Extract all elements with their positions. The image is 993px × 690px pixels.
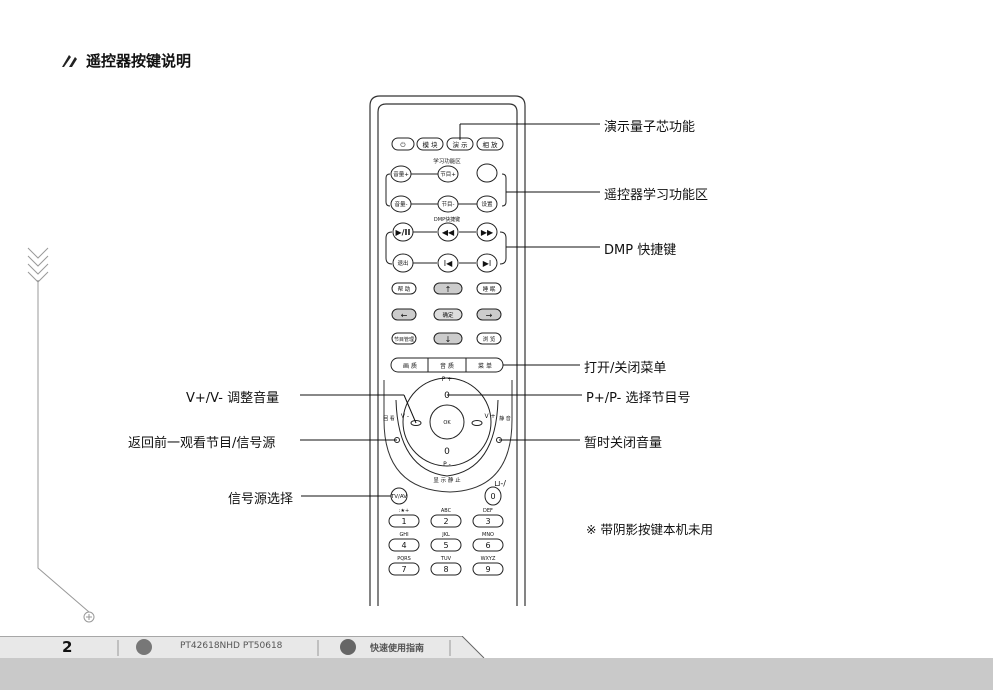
numpad-letters-label: JKL xyxy=(441,532,450,538)
vol-down-label: V - xyxy=(401,413,409,420)
multi-digit-label: ⊔-/ xyxy=(494,479,506,488)
numpad-letters-label: PQRS xyxy=(397,556,411,562)
callout-source: 信号源选择 xyxy=(228,492,294,507)
footer-band xyxy=(0,658,993,690)
remote-control-drawing: ⏻ 模 块 演 示 相 放 学习功能区 音量+ 节目+ 音量- 节目- 设置 D… xyxy=(300,95,600,606)
footer-tab xyxy=(0,636,485,658)
vol-up-learn[interactable]: 音量+ xyxy=(393,170,409,178)
callout-menu: 打开/关闭菜单 xyxy=(584,361,667,376)
numpad-key-9[interactable]: 9 xyxy=(485,565,490,574)
footer: 2 PT42618NHD PT50618 快速使用指南 xyxy=(0,636,993,690)
display-freeze-label: 显 示 静 止 xyxy=(433,476,461,484)
ok-button[interactable]: OK xyxy=(443,420,451,426)
sleep-button[interactable]: 睡 眠 xyxy=(483,285,496,293)
numpad-key-shape[interactable] xyxy=(430,514,462,528)
page-title: 遥控器按键说明 xyxy=(60,50,191,71)
brand-logo-icon xyxy=(136,639,152,655)
sound-mode-button[interactable]: 音 质 xyxy=(440,362,454,370)
p-minus-label: P - xyxy=(443,461,451,468)
prog-up-learn[interactable]: 节目+ xyxy=(440,170,456,178)
numpad-key-shape[interactable] xyxy=(472,514,504,528)
exit-button[interactable]: 退出 xyxy=(397,259,408,267)
dmp-section-label: DMP快捷键 xyxy=(434,216,460,223)
previous-icon[interactable]: I◀ xyxy=(444,259,453,268)
vol-down-learn[interactable]: 音量- xyxy=(395,200,408,208)
zoom-button[interactable]: 相 放 xyxy=(482,140,498,149)
zero-button[interactable]: 0 xyxy=(490,492,495,501)
numpad-letters-label: :★+ xyxy=(399,508,409,514)
program-manage-button[interactable]: 节目管理 xyxy=(394,336,414,343)
numpad-key-shape[interactable] xyxy=(430,562,462,576)
callout-demo: 演示量子芯功能 xyxy=(604,120,696,135)
guide-title: 快速使用指南 xyxy=(370,644,425,654)
rewind-icon[interactable]: ◀◀ xyxy=(442,228,455,237)
play-pause-icon[interactable]: ▶/II xyxy=(395,228,410,237)
browse-button[interactable]: 浏 览 xyxy=(483,335,496,343)
menu-button[interactable]: 菜 单 xyxy=(478,362,492,370)
page-number: 2 xyxy=(62,638,73,656)
numpad-letters-label: GHI xyxy=(399,532,408,538)
book-icon xyxy=(340,639,356,655)
vol-up-label: V + xyxy=(484,413,495,420)
numpad-letters-label: TUV xyxy=(440,556,452,562)
numpad-letters-label: DEF xyxy=(483,508,493,514)
numpad-letters-label: ABC xyxy=(441,508,452,514)
callout-learn: 遥控器学习功能区 xyxy=(604,188,709,203)
callout-mute: 暂时关闭音量 xyxy=(584,436,663,451)
settings-learn[interactable]: 设置 xyxy=(481,200,493,208)
help-button[interactable]: 帮 助 xyxy=(398,285,411,293)
callout-dmp: DMP 快捷键 xyxy=(604,243,677,258)
numpad-key-2[interactable]: 2 xyxy=(443,517,448,526)
enter-button[interactable]: 确定 xyxy=(442,311,454,319)
numpad-key-1[interactable]: 1 xyxy=(401,517,406,526)
down-arrow-icon[interactable]: ↓ xyxy=(445,335,452,344)
note-text: ※ 带阴影按键本机未用 xyxy=(586,522,713,537)
next-icon[interactable]: ▶I xyxy=(483,259,492,268)
power-button[interactable]: ⏻ xyxy=(400,141,405,149)
callout-prog: P+/P- 选择节目号 xyxy=(586,391,691,406)
prog-up-button[interactable]: 0 xyxy=(444,391,450,401)
fast-forward-icon[interactable]: ▶▶ xyxy=(481,228,494,237)
numpad-key-shape[interactable] xyxy=(472,538,504,552)
numpad-key-shape[interactable] xyxy=(388,538,420,552)
numpad-letters-label: WXYZ xyxy=(481,556,496,562)
right-arrow-icon[interactable]: → xyxy=(486,311,493,320)
numpad-key-7[interactable]: 7 xyxy=(401,565,406,574)
numpad-key-shape[interactable] xyxy=(388,562,420,576)
numpad-letters-label: MNO xyxy=(482,532,494,538)
numpad-key-shape[interactable] xyxy=(388,514,420,528)
numpad-key-shape[interactable] xyxy=(430,538,462,552)
numpad-key-8[interactable]: 8 xyxy=(443,565,448,574)
numpad-key-shape[interactable] xyxy=(472,562,504,576)
learn-section-label: 学习功能区 xyxy=(433,157,461,165)
demo-button[interactable]: 演 示 xyxy=(452,140,468,149)
side-decoration xyxy=(27,247,95,623)
page-title-text: 遥控器按键说明 xyxy=(86,52,192,70)
vol-up-button[interactable] xyxy=(471,420,483,426)
pen-icon xyxy=(62,54,77,67)
prog-down-button[interactable]: 0 xyxy=(444,447,450,457)
model-number: PT42618NHD PT50618 xyxy=(180,641,283,651)
tv-av-button[interactable]: TV/AV xyxy=(390,494,407,500)
numpad-key-4[interactable]: 4 xyxy=(401,541,406,550)
p-plus-label: P + xyxy=(442,376,453,383)
blank-learn-button[interactable] xyxy=(476,163,498,183)
numpad-key-3[interactable]: 3 xyxy=(485,517,490,526)
callout-volume: V+/V- 调整音量 xyxy=(186,391,280,406)
numpad-key-5[interactable]: 5 xyxy=(443,541,448,550)
back-label: 回 看 xyxy=(383,415,395,422)
prog-down-learn[interactable]: 节目- xyxy=(442,200,455,208)
picture-mode-button[interactable]: 画 质 xyxy=(403,362,417,370)
numpad-key-6[interactable]: 6 xyxy=(485,541,490,550)
callout-back: 返回前一观看节目/信号源 xyxy=(128,436,276,451)
module-button[interactable]: 模 块 xyxy=(422,140,438,149)
up-arrow-icon[interactable]: ↑ xyxy=(445,285,452,294)
left-arrow-icon[interactable]: ← xyxy=(401,311,408,320)
mute-label: 静 音 xyxy=(499,415,511,422)
